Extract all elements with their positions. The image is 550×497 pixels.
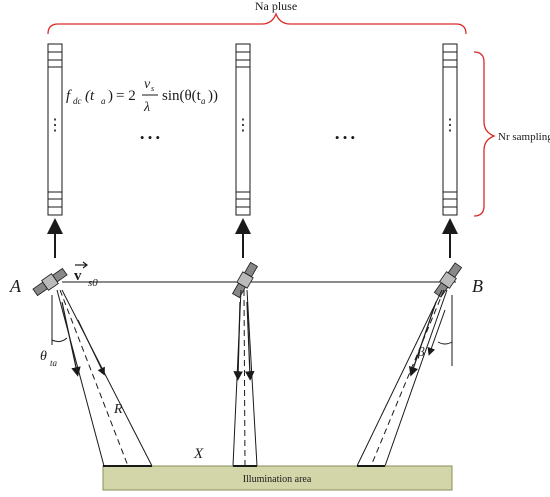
- theta-label: θ: [40, 349, 47, 364]
- satellite-icon-1: [32, 267, 68, 297]
- theta-subscript: ta: [50, 358, 58, 368]
- svg-text:s0: s0: [88, 277, 98, 289]
- beta-arc: [437, 341, 453, 345]
- beam-arrow-b2: [427, 309, 446, 356]
- column-3-dots: ⋮: [442, 117, 458, 134]
- nr-sampling-label: Nr sampling: [498, 131, 550, 143]
- svg-text:= 2: = 2: [116, 88, 136, 104]
- beam-cone-middle: [232, 289, 258, 467]
- svg-text:λ: λ: [143, 100, 150, 115]
- svg-text:)): )): [208, 88, 218, 104]
- pulse-column-1: [47, 43, 63, 216]
- nr-sampling-brace: [473, 51, 496, 217]
- svg-text:a: a: [201, 96, 206, 106]
- beam-arrow-b: [409, 301, 437, 377]
- svg-text:(t: (t: [85, 88, 95, 104]
- column-1-dots: ⋮: [47, 117, 63, 134]
- beam-arrow-middle-left: [233, 301, 243, 381]
- ellipsis-left: • • •: [140, 130, 160, 145]
- na-pulse-label: Na pluse: [255, 0, 297, 13]
- beam-arrow-a2: [77, 319, 105, 376]
- beam-cone-b: [356, 289, 448, 467]
- ellipsis-right: • • •: [335, 130, 355, 145]
- na-pulse-brace: [47, 12, 467, 35]
- column-2-dots: ⋮: [235, 117, 251, 134]
- svg-text:s: s: [151, 84, 154, 93]
- satellite-icon-3: [433, 262, 463, 298]
- svg-text:f: f: [66, 88, 72, 104]
- beam-cone-a: [56, 289, 153, 467]
- beam-arrow-middle-right: [245, 301, 255, 381]
- svg-text:a: a: [101, 96, 106, 106]
- illumination-area: [102, 465, 453, 491]
- beam-arrow-a: [61, 301, 81, 377]
- satellite-icon-2: [231, 261, 259, 299]
- x-label: X: [193, 446, 204, 462]
- pulse-column-3: [442, 43, 458, 216]
- svg-text:): ): [108, 88, 113, 104]
- theta-arc: [51, 337, 68, 343]
- svg-text:v: v: [144, 77, 151, 92]
- svg-text:sin(θ(t: sin(θ(t: [162, 88, 202, 104]
- svg-text:dc: dc: [73, 96, 82, 106]
- doppler-formula: f dc (t a ) = 2 v s λ sin(θ(t a )): [66, 77, 218, 115]
- point-b-label: B: [472, 276, 483, 296]
- illumination-area-label: Illumination area: [243, 474, 312, 485]
- pulse-column-2: [235, 43, 251, 216]
- beta-label: β: [417, 344, 425, 359]
- velocity-label: v s0: [74, 261, 98, 289]
- point-a-label: A: [9, 276, 22, 296]
- svg-text:v: v: [74, 268, 82, 284]
- range-label: R: [113, 402, 123, 417]
